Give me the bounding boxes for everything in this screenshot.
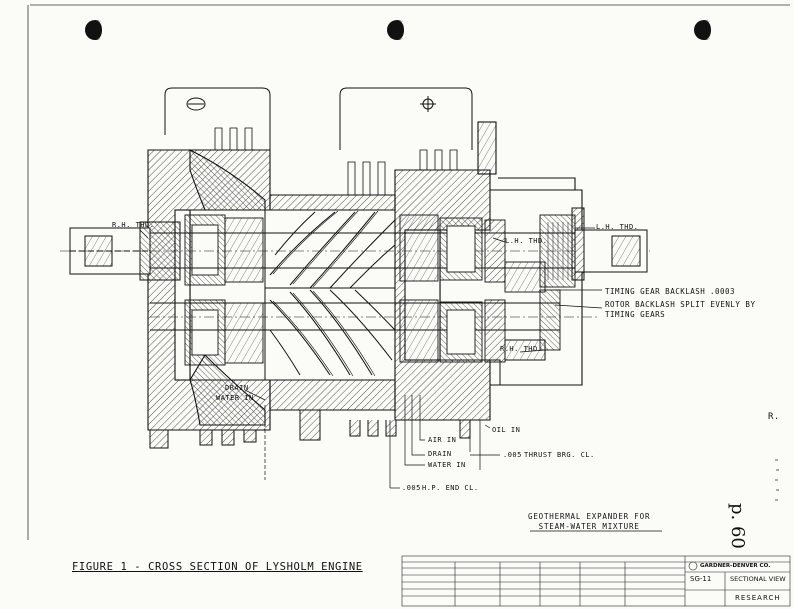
right-bearings <box>399 214 506 363</box>
callout-rh-thd-left: R.H. THD. <box>112 221 155 229</box>
binder-hole-center <box>387 20 408 40</box>
callout-timing-gear-backlash: TIMING GEAR BACKLASH <box>605 287 706 296</box>
title-block-drawing-no: SG-11 <box>690 575 712 583</box>
title-block-view: SECTIONAL VIEW <box>730 575 786 583</box>
edge-marks <box>775 459 779 501</box>
cooling-fins-top <box>214 127 458 195</box>
callout-rh-thd-lower: R.H. THD. <box>500 345 543 353</box>
drawing-title-line1: GEOTHERMAL EXPANDER FOR <box>528 512 651 521</box>
left-bearings <box>184 214 264 366</box>
male-rotor <box>264 209 396 289</box>
binder-hole-left <box>85 20 106 40</box>
page-number: p. 60 <box>727 503 748 549</box>
figure-caption: FIGURE 1 - CROSS SECTION OF LYSHOLM ENGI… <box>72 561 363 573</box>
callout-rotor-backlash-line2: TIMING GEARS <box>605 310 666 319</box>
mounting-lug-right <box>339 87 473 150</box>
callout-oil-in: OIL IN <box>492 426 521 434</box>
right-shaft <box>571 207 648 281</box>
gear-case-lower <box>490 339 582 386</box>
callout-timing-gear-backlash-value: .0003 <box>710 287 736 296</box>
callout-thrust-brg-value: .005 <box>503 451 522 459</box>
side-mark: R. <box>768 412 780 422</box>
mounting-lug-left <box>164 87 271 150</box>
callout-hp-end: H.P. END CL. <box>422 484 479 492</box>
callout-thrust-brg: THRUST BRG. CL. <box>524 451 595 459</box>
page-border <box>27 4 790 540</box>
female-rotor <box>264 287 396 381</box>
title-block <box>401 555 791 607</box>
leader-lines <box>139 227 603 489</box>
title-block-company: GARDNER-DENVER CO. <box>700 563 771 569</box>
callout-water-in-lower: WATER IN <box>428 461 466 469</box>
callout-air-in: AIR IN <box>428 436 457 444</box>
callout-rotor-backlash-line1: ROTOR BACKLASH SPLIT EVENLY BY <box>605 300 756 309</box>
callout-water-in-left: WATER IN <box>216 394 254 402</box>
binder-hole-right <box>694 20 715 40</box>
callout-drain-left: DRAIN <box>225 384 249 392</box>
housing-feet <box>149 410 471 449</box>
callout-drain-lower: DRAIN <box>428 450 452 458</box>
drawing-title-line2: STEAM-WATER MIXTURE <box>538 522 640 531</box>
title-block-dept: RESEARCH <box>735 594 781 602</box>
callout-hp-end-value: .005 <box>402 484 421 492</box>
drawing-title: GEOTHERMAL EXPANDER FOR STEAM-WATER MIXT… <box>528 512 650 532</box>
callout-lh-thd-upper: L.H. THD. <box>505 237 548 245</box>
callout-lh-thd-right: L.H. THD. <box>596 223 639 231</box>
